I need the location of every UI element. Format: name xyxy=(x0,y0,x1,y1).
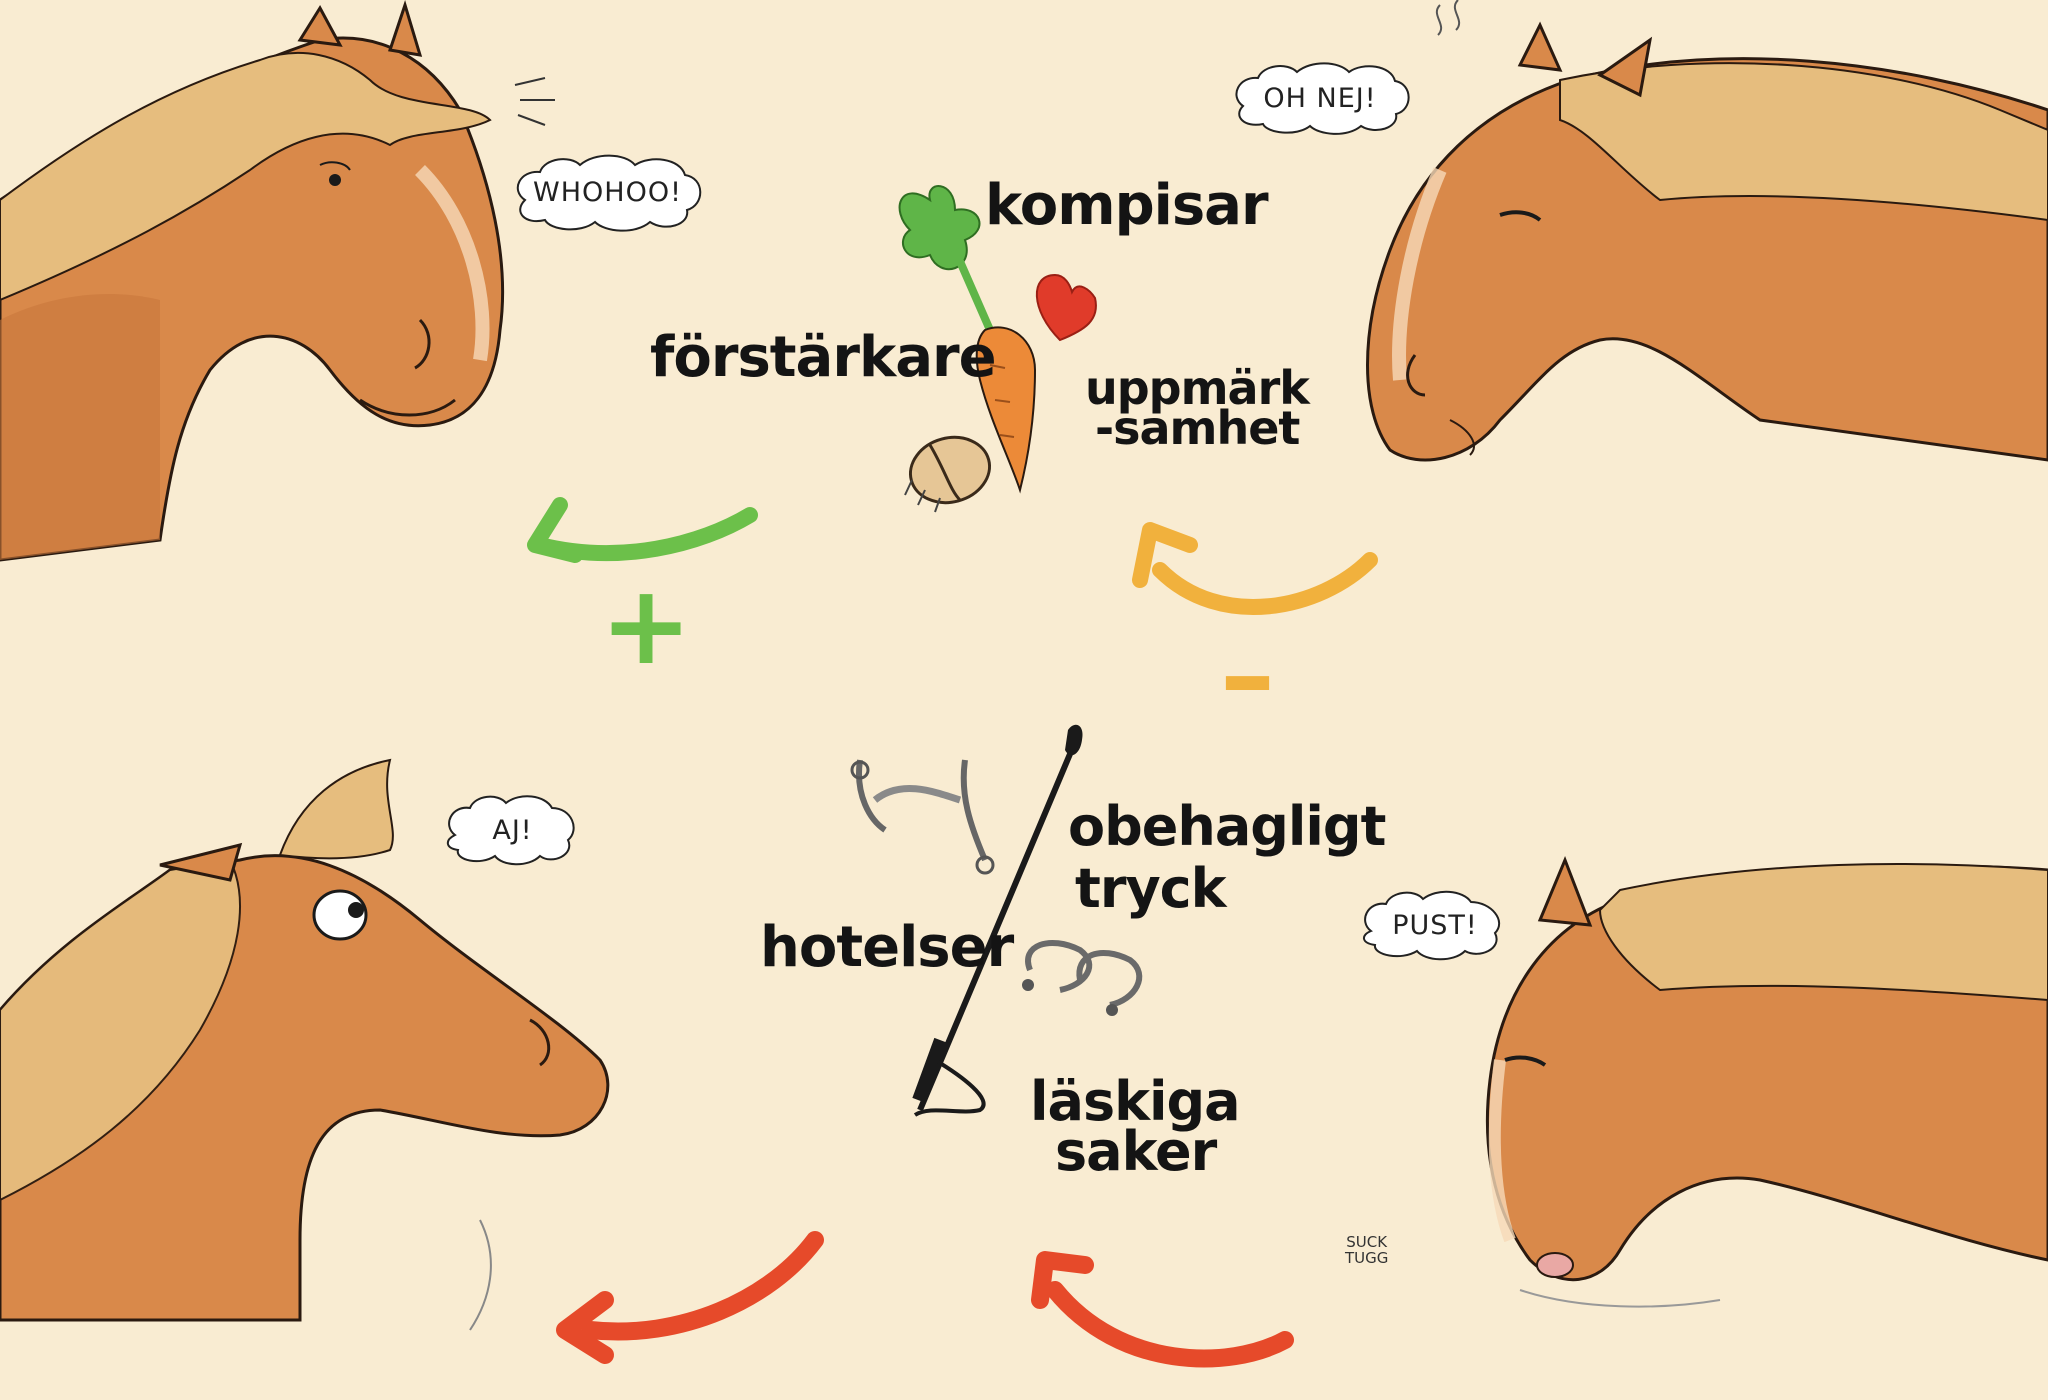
spurs-icon xyxy=(1022,943,1139,1016)
speech-bubble-bottom-right: PUST! xyxy=(1355,885,1515,965)
positive-reinforcement-arrow xyxy=(535,505,750,555)
bubble-text-top-right: OH NEJ! xyxy=(1263,83,1376,114)
label-forstarkare: förstärkare xyxy=(650,330,996,386)
label-hotelser: hotelser xyxy=(760,920,1013,976)
label-obehagligt-line1: obehagligt xyxy=(1068,800,1385,854)
chew-note-line2: TUGG xyxy=(1345,1251,1388,1267)
label-kompisar: kompisar xyxy=(985,178,1268,234)
bubble-text-bottom-right: PUST! xyxy=(1392,910,1478,941)
horse-bottom-right xyxy=(1487,860,2048,1307)
label-uppmarksamhet-line2: -samhet xyxy=(1095,405,1299,451)
brush-icon xyxy=(903,429,997,512)
speech-bubble-top-right: OH NEJ! xyxy=(1225,58,1415,138)
label-laskiga-line2: saker xyxy=(1055,1125,1216,1179)
punishment-arrow-right xyxy=(1040,1260,1285,1358)
horse-top-right xyxy=(1368,0,2048,460)
plus-sign: + xyxy=(600,570,692,680)
punishment-arrow-left xyxy=(565,1240,815,1355)
horse-top-left xyxy=(0,5,555,560)
label-obehagligt-line2: tryck xyxy=(1075,862,1226,916)
bubble-text-top-left: WHOHOO! xyxy=(533,177,682,208)
chew-note: SUCK TUGG xyxy=(1345,1235,1388,1267)
bubble-text-bottom-left: AJ! xyxy=(492,815,532,846)
negative-reinforcement-arrow xyxy=(1140,530,1370,607)
speech-bubble-top-left: WHOHOO! xyxy=(505,150,710,235)
heart-icon xyxy=(1037,275,1096,340)
minus-sign: – xyxy=(1220,620,1275,730)
bit-icon xyxy=(852,760,993,873)
speech-bubble-bottom-left: AJ! xyxy=(440,790,585,870)
